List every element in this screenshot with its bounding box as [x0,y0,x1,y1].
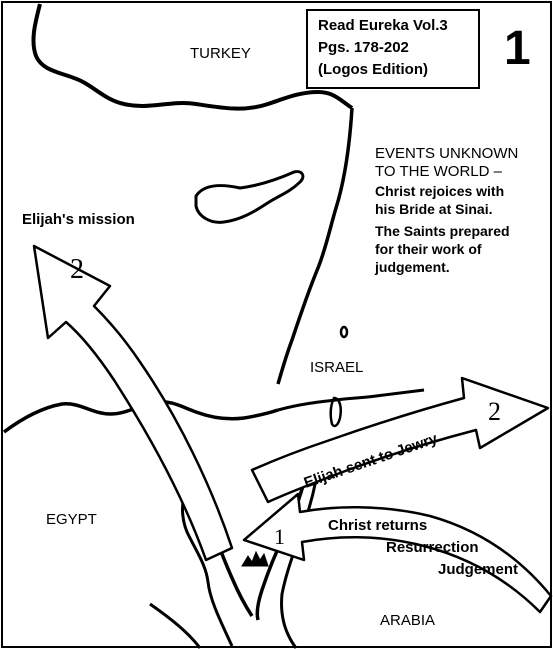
elijah-jewry-step: 2 [488,397,501,426]
region-israel: ISRAEL [310,359,363,376]
christ-returns-line1: Christ returns [328,517,427,534]
events-note-line4: his Bride at Sinai. [375,201,492,217]
christ-returns-line2: Resurrection [386,539,479,556]
red-sea-coast [149,602,202,649]
events-note-line1: EVENTS UNKNOWN [375,145,518,162]
elijah-mission-step: 2 [70,254,84,285]
elijah-mission-arrow [32,244,234,562]
region-arabia: ARABIA [380,612,435,629]
panel-number: 1 [504,22,531,75]
elijah-mission-label: Elijah's mission [22,211,135,228]
reference-line3: (Logos Edition) [318,61,428,78]
events-note-line7: judgement. [374,259,450,275]
eastern-border [277,388,425,412]
turkey-coastline [31,3,354,111]
reference-box [306,9,480,89]
events-note-line5: The Saints prepared [375,223,510,239]
christ-returns-line3: Judgement [438,561,518,578]
elijah-jewry-arrow [250,376,550,504]
sea-of-galilee [339,325,349,339]
reference-line2: Pgs. 178-202 [318,39,409,56]
events-note-line3: Christ rejoices with [375,183,504,199]
reference-line1: Read Eureka Vol.3 [318,17,448,34]
christ-returns-arrow [242,492,553,614]
mount-sinai-icon [241,550,269,567]
sinai-coast-west [181,489,234,647]
levant-coastline [276,107,354,385]
events-note-line2: TO THE WORLD – [375,163,503,180]
region-egypt: EGYPT [46,511,97,528]
region-turkey: TURKEY [190,45,251,62]
events-note-line6: for their work of [375,241,482,257]
christ-returns-step: 1 [274,524,285,549]
dead-sea [329,396,342,428]
cyprus-island [194,170,305,224]
